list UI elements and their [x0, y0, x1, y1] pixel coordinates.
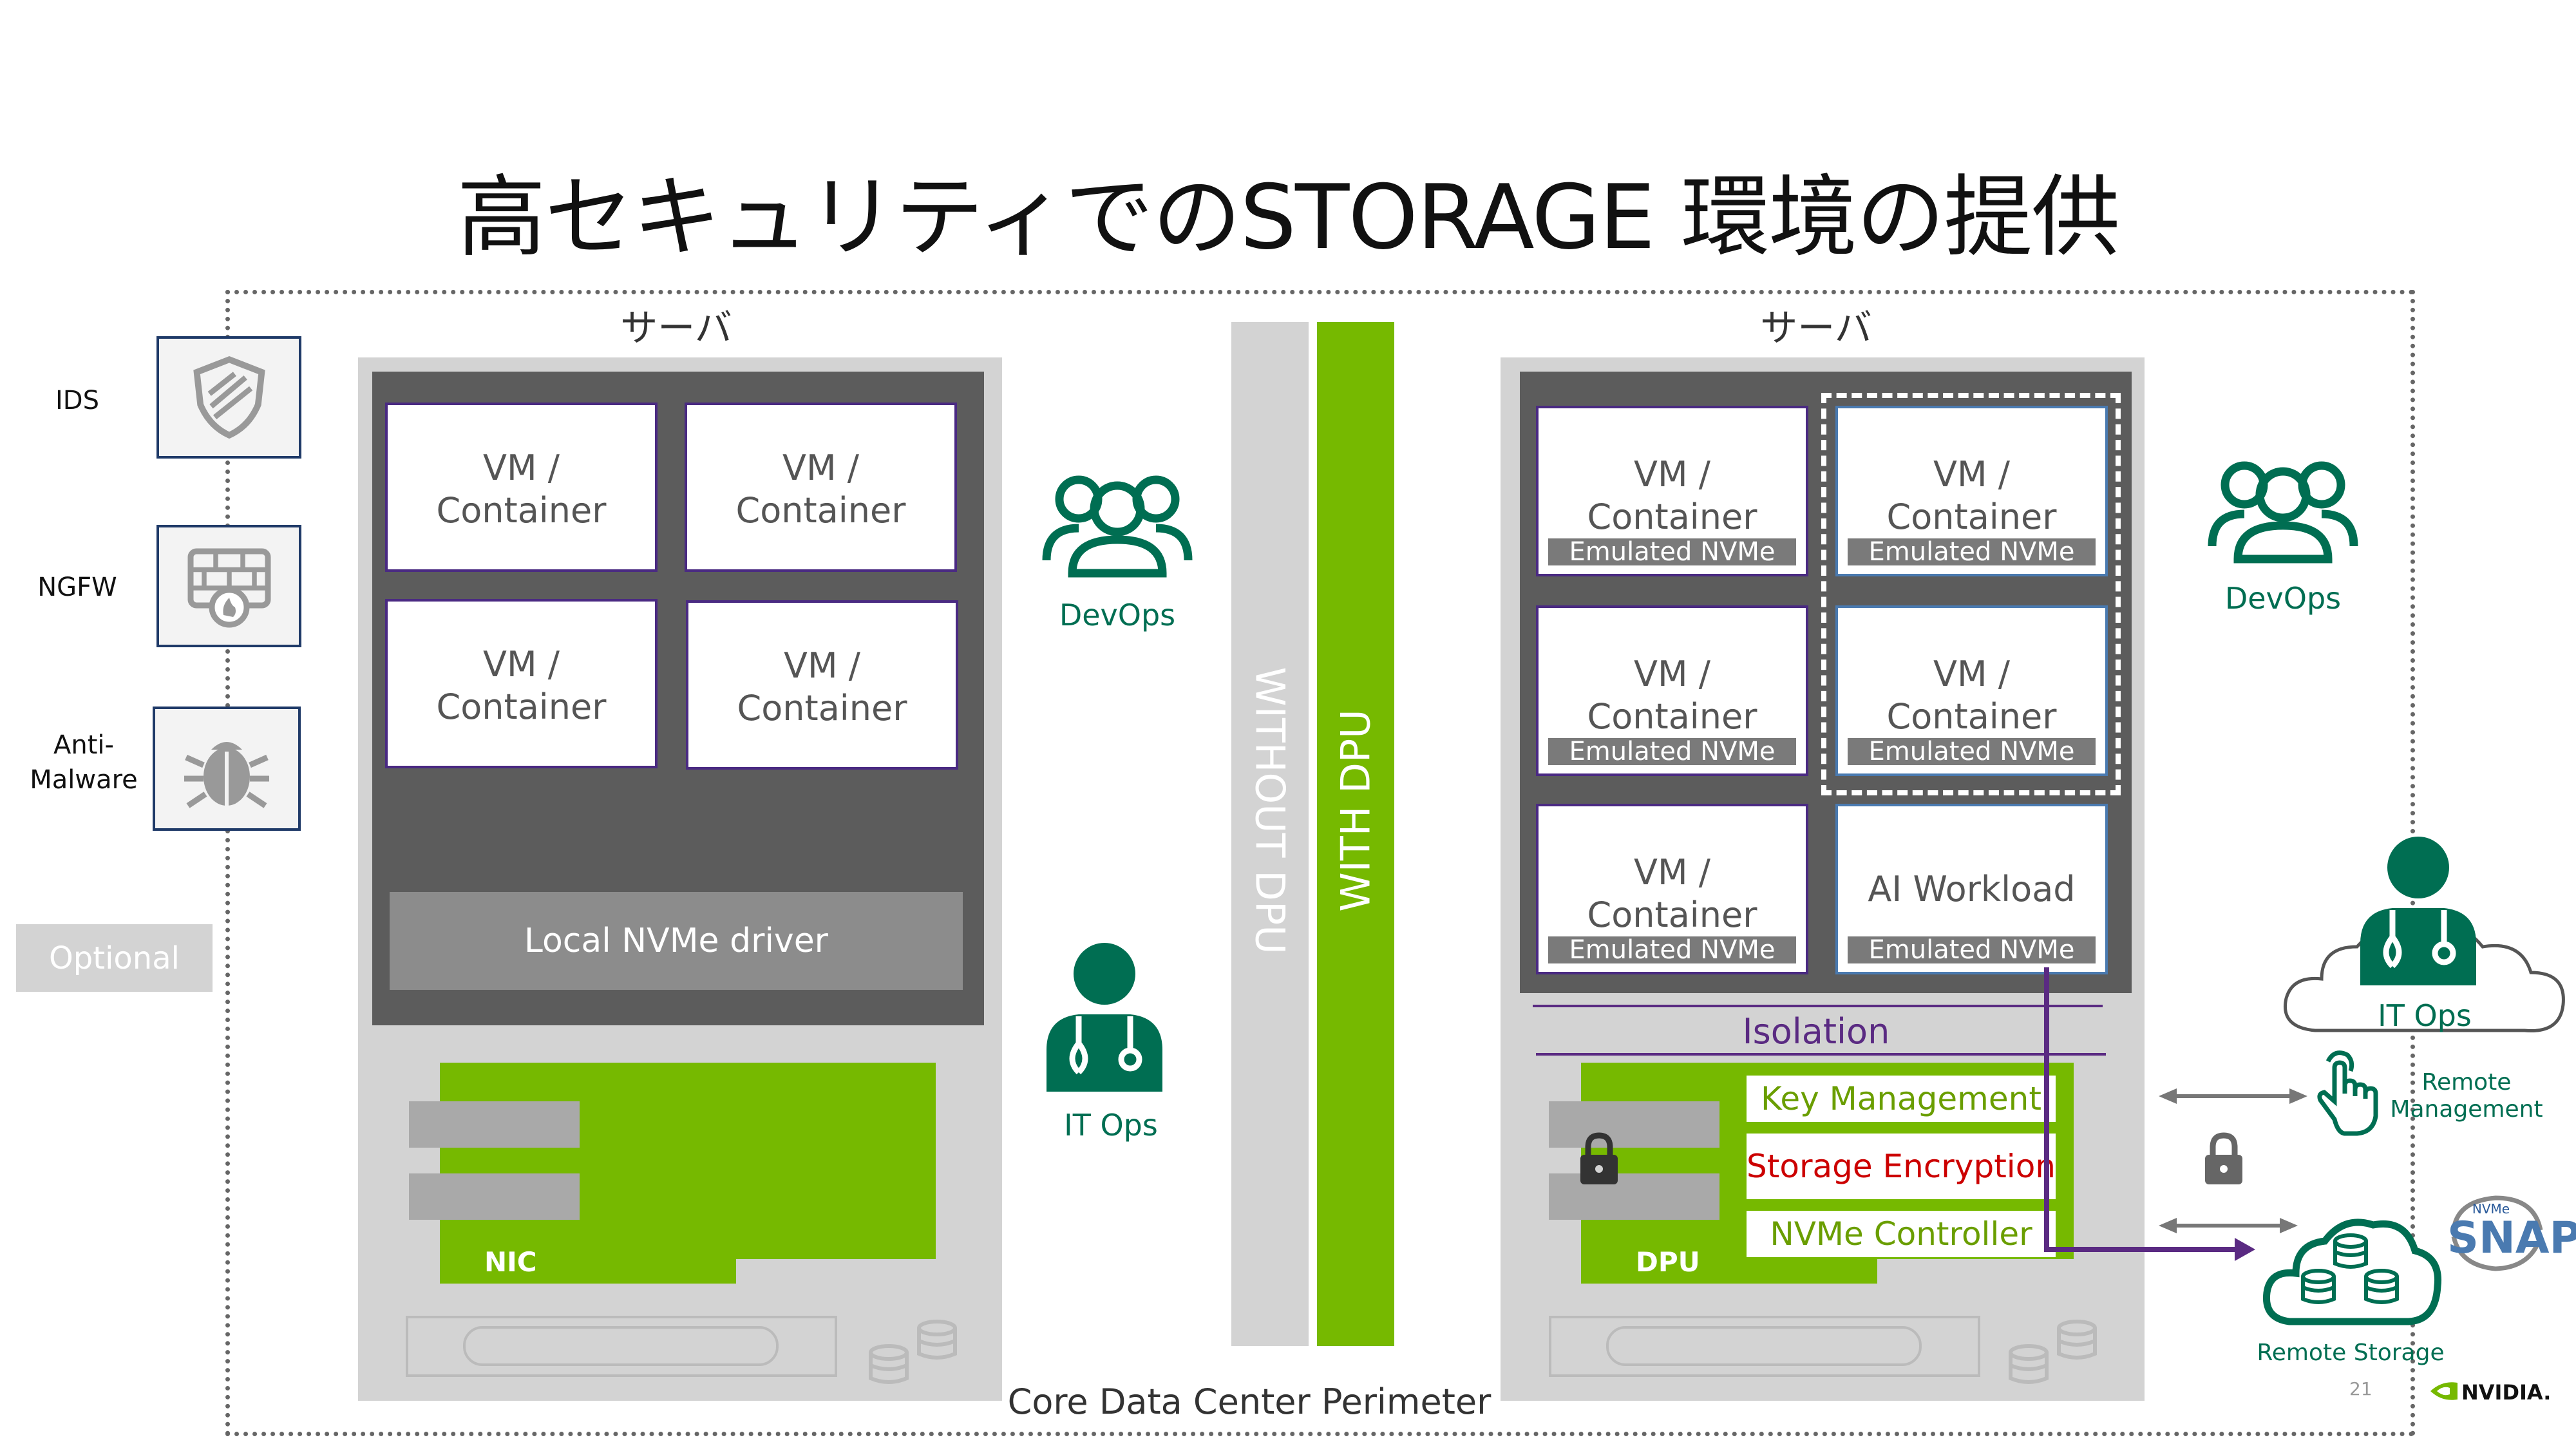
- anti-malware-text: Anti- Malware: [30, 730, 138, 795]
- vm-container-r4[interactable]: VM / Container Emulated NVMe: [1835, 605, 2108, 776]
- vm-label: VM / Container: [1886, 654, 2057, 737]
- nvidia-eye-icon: [2430, 1382, 2458, 1400]
- ssd-drive: [1549, 1316, 1980, 1377]
- vm-label: VM / Container: [436, 448, 607, 531]
- nic-card-edge: [440, 1259, 736, 1284]
- snap-logo-text: SNAP: [2447, 1213, 2576, 1264]
- storage-encryption[interactable]: Storage Encryption: [1747, 1134, 2056, 1199]
- database-icon: [2009, 1320, 2097, 1384]
- remote-management-label: Remote Management: [2390, 1069, 2543, 1123]
- anti-malware-box[interactable]: [153, 707, 301, 831]
- devops-label-right: DevOps: [2224, 581, 2342, 616]
- vm-label: VM / Container: [1587, 654, 1757, 737]
- vm-label: VM / Container: [1886, 454, 2057, 537]
- ids-label: IDS: [55, 386, 99, 415]
- nic-port-1: [409, 1101, 580, 1148]
- emulated-nvme: Emulated NVMe: [1546, 536, 1798, 567]
- local-nvme-driver: Local NVMe driver: [390, 892, 963, 990]
- isolation-line-bottom: [1536, 1053, 2106, 1056]
- firewall-icon: [187, 548, 270, 628]
- vm-container-r1[interactable]: VM / Container Emulated NVMe: [1536, 406, 1808, 576]
- it-ops-person-icon: [1046, 943, 1162, 1092]
- isolation-label: Isolation: [1742, 1011, 1890, 1052]
- optional-badge: Optional: [16, 924, 213, 992]
- vm-container-4[interactable]: VM / Container: [686, 600, 958, 770]
- nic-port-2: [409, 1173, 580, 1220]
- nvidia-logo-text: NVIDIA.: [2461, 1380, 2552, 1405]
- ids-box[interactable]: [156, 336, 301, 459]
- emulated-nvme: Emulated NVMe: [1546, 934, 1798, 965]
- vm-label: VM / Container: [735, 448, 906, 531]
- without-dpu-bar: [1231, 322, 1309, 1346]
- ssd-slot: [1606, 1326, 1922, 1366]
- ngfw-box[interactable]: [156, 525, 301, 647]
- devops-label: DevOps: [1059, 598, 1176, 632]
- bug-icon: [184, 741, 269, 808]
- vm-label: VM / Container: [1587, 454, 1757, 537]
- emulated-nvme: Emulated NVMe: [1846, 934, 2098, 965]
- emulated-nvme: Emulated NVMe: [1846, 536, 2098, 567]
- nic-label: NIC: [484, 1246, 537, 1278]
- it-ops-remote-label: IT Ops: [2378, 998, 2472, 1033]
- page-number: 21: [2349, 1378, 2372, 1399]
- dpu-label: DPU: [1636, 1246, 1700, 1278]
- snap-logo-small: NVMe: [2472, 1201, 2510, 1217]
- snap-logo-icon: [2451, 1195, 2543, 1271]
- anti-malware-label: Anti- Malware: [19, 728, 148, 797]
- dpu-port-2: [1549, 1173, 1719, 1220]
- vm-container-1[interactable]: VM / Container: [385, 403, 658, 572]
- vm-container-r5[interactable]: VM / Container Emulated NVMe: [1536, 804, 1808, 974]
- ai-workload-label: AI Workload: [1868, 869, 2076, 909]
- ssd-drive: [406, 1316, 837, 1377]
- ngfw-label: NGFW: [37, 573, 117, 602]
- emulated-nvme: Emulated NVMe: [1546, 736, 1798, 767]
- touch-icon: [2317, 1050, 2378, 1136]
- devops-people-icon: [1042, 475, 1193, 578]
- dpu-port-1: [1549, 1101, 1719, 1148]
- nvme-controller[interactable]: NVMe Controller: [1747, 1211, 2056, 1257]
- vm-container-2[interactable]: VM / Container: [685, 403, 957, 572]
- key-management[interactable]: Key Management: [1747, 1076, 2056, 1122]
- devops-people-icon: [2208, 461, 2358, 564]
- vm-container-3[interactable]: VM / Container: [385, 599, 658, 768]
- vm-label: VM / Container: [737, 645, 907, 728]
- ai-workload[interactable]: AI Workload Emulated NVMe: [1835, 804, 2108, 974]
- right-server-label: サーバ: [1760, 306, 1872, 350]
- with-dpu-bar: [1317, 322, 1394, 1346]
- remote-storage-label: Remote Storage: [2257, 1340, 2445, 1366]
- lock-icon: [2205, 1132, 2242, 1184]
- vm-container-r3[interactable]: VM / Container Emulated NVMe: [1536, 605, 1808, 776]
- lock-icon: [1580, 1132, 1618, 1184]
- vm-container-r2[interactable]: VM / Container Emulated NVMe: [1835, 406, 2108, 576]
- page-title: 高セキュリティでのSTORAGE 環境の提供: [457, 166, 2121, 269]
- vm-label: VM / Container: [436, 644, 607, 727]
- it-ops-person-icon: [2360, 837, 2476, 985]
- shield-icon: [193, 356, 265, 439]
- nic-card: [440, 1063, 936, 1259]
- emulated-nvme: Emulated NVMe: [1846, 736, 2098, 767]
- it-ops-label: IT Ops: [1064, 1108, 1158, 1143]
- ssd-slot: [463, 1326, 779, 1366]
- remote-storage-icon: [2262, 1219, 2442, 1325]
- isolation-line-top: [1533, 1005, 2103, 1007]
- perimeter-label: Core Data Center Perimeter: [1005, 1381, 1494, 1422]
- dpu-card-edge: [1581, 1259, 1877, 1284]
- tenant-boundary: [1821, 393, 2121, 795]
- vm-label: VM / Container: [1587, 852, 1757, 935]
- left-server-label: サーバ: [620, 306, 732, 350]
- database-icon: [869, 1320, 957, 1384]
